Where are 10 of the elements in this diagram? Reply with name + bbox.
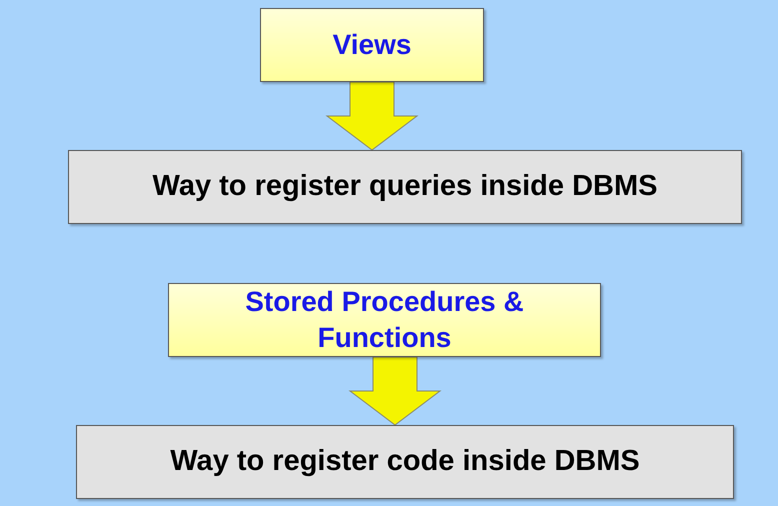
concept-box	[260, 8, 484, 82]
block-arrow	[326, 82, 418, 151]
box-label: Way to register queries inside DBMS	[152, 169, 658, 204]
description-box	[76, 425, 734, 499]
box-label: Way to register code inside DBMS	[170, 444, 640, 480]
box-label: Views	[332, 28, 412, 62]
box-label: Stored Procedures & Functions	[244, 284, 525, 355]
block-arrow	[348, 356, 442, 426]
concept-box	[168, 283, 601, 357]
description-box	[68, 150, 742, 224]
